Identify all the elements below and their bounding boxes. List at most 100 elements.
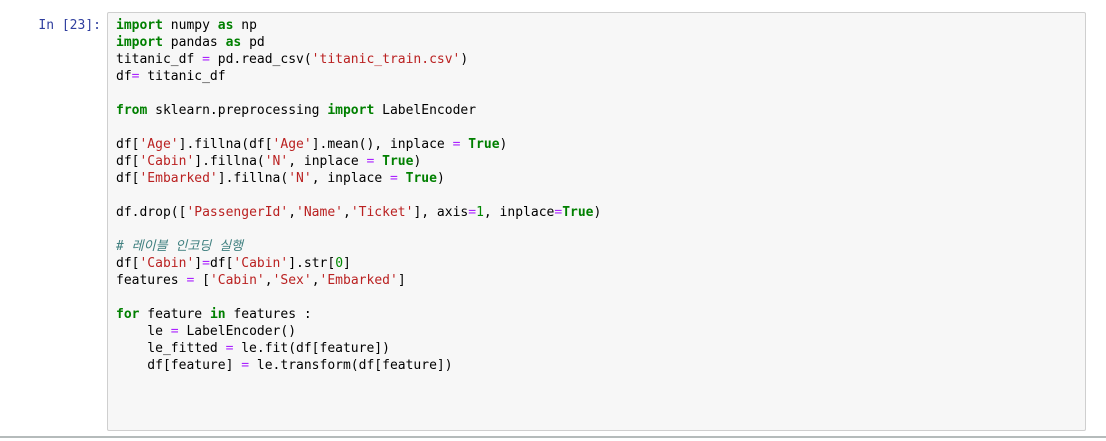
code-token: df xyxy=(116,69,132,84)
code-token: 'titanic_train.csv' xyxy=(311,52,461,67)
code-line: import numpy as np xyxy=(116,17,1081,34)
page-divider xyxy=(0,436,1106,438)
cell-prompt: In [23]: xyxy=(38,18,101,33)
code-token: ) xyxy=(413,154,422,169)
code-token: df[ xyxy=(209,256,234,271)
code-token: le xyxy=(116,324,171,339)
code-token: True xyxy=(562,205,594,220)
code-token: np xyxy=(233,18,257,33)
code-token: , inplace xyxy=(311,171,390,186)
code-token: ].fillna(df[ xyxy=(178,137,273,152)
code-token: = xyxy=(170,324,179,339)
code-token: True xyxy=(382,154,414,169)
code-token: as xyxy=(217,18,234,33)
code-token: 'PassengerId' xyxy=(186,205,289,220)
code-token: , xyxy=(264,273,273,288)
code-token: 1 xyxy=(476,205,484,220)
code-token: , inplace xyxy=(483,205,555,220)
code-line: for feature in features : xyxy=(116,306,1081,323)
code-line xyxy=(116,408,1081,425)
code-token: le.transform(df[feature]) xyxy=(249,358,453,373)
code-token: # 레이블 인코딩 실행 xyxy=(116,239,243,254)
code-token: ].fillna( xyxy=(194,154,265,169)
code-line xyxy=(116,187,1081,204)
code-line xyxy=(116,85,1081,102)
code-line xyxy=(116,374,1081,391)
code-token: 0 xyxy=(335,256,344,271)
code-token: 'Ticket' xyxy=(350,205,414,220)
code-token: 'Cabin' xyxy=(139,256,195,271)
code-token: 'N' xyxy=(264,154,289,169)
code-token: 'Cabin' xyxy=(233,256,289,271)
code-line: titanic_df = pd.read_csv('titanic_train.… xyxy=(116,51,1081,68)
code-token: = xyxy=(366,154,375,169)
code-token: le.fit(df[feature]) xyxy=(233,341,390,356)
code-line xyxy=(116,391,1081,408)
code-token: ) xyxy=(499,137,508,152)
code-token: import xyxy=(327,103,375,118)
code-token: = xyxy=(225,341,234,356)
code-token: [ xyxy=(194,273,210,288)
code-line: from sklearn.preprocessing import LabelE… xyxy=(116,102,1081,119)
code-line: df['Cabin']=df['Cabin'].str[0] xyxy=(116,255,1081,272)
code-token: df[feature] xyxy=(116,358,242,373)
code-token: ] xyxy=(194,256,203,271)
code-line: # 레이블 인코딩 실행 xyxy=(116,238,1081,255)
code-token: = xyxy=(554,205,563,220)
code-token: , xyxy=(311,273,320,288)
code-token: ) xyxy=(593,205,602,220)
code-line: df= titanic_df xyxy=(116,68,1081,85)
code-token: 'Embarked' xyxy=(319,273,398,288)
code-token: LabelEncoder xyxy=(374,103,477,118)
code-token: = xyxy=(468,205,477,220)
code-token: ) xyxy=(460,52,469,67)
code-token: 'Name' xyxy=(296,205,343,220)
code-token: feature xyxy=(139,307,210,322)
code-token: 'Age' xyxy=(139,137,179,152)
code-token: df[ xyxy=(116,256,140,271)
code-line: features = ['Cabin','Sex','Embarked'] xyxy=(116,272,1081,289)
code-token: pandas xyxy=(162,35,226,50)
code-token: = xyxy=(202,256,210,271)
code-token: pd.read_csv( xyxy=(209,52,312,67)
code-token: 'N' xyxy=(288,171,312,186)
code-token: pd xyxy=(241,35,265,50)
code-line: df.drop(['PassengerId','Name','Ticket'],… xyxy=(116,204,1081,221)
code-line: le_fitted = le.fit(df[feature]) xyxy=(116,340,1081,357)
code-token: ] xyxy=(397,273,406,288)
code-token: = xyxy=(186,273,195,288)
code-token xyxy=(374,154,382,169)
code-token: ], axis xyxy=(413,205,469,220)
code-line: df['Cabin'].fillna('N', inplace = True) xyxy=(116,153,1081,170)
code-token: = xyxy=(202,52,210,67)
code-token xyxy=(398,171,406,186)
code-token: = xyxy=(241,358,250,373)
code-token: df[ xyxy=(116,171,140,186)
code-line: le = LabelEncoder() xyxy=(116,323,1081,340)
code-line: import pandas as pd xyxy=(116,34,1081,51)
code-token: = xyxy=(131,69,140,84)
code-line xyxy=(116,289,1081,306)
code-token: titanic_df xyxy=(116,52,203,67)
code-token: , xyxy=(343,205,351,220)
code-token: ].fillna( xyxy=(217,171,289,186)
code-line xyxy=(116,221,1081,238)
code-token: import xyxy=(116,35,163,50)
code-token: features : xyxy=(225,307,312,322)
code-token: ] xyxy=(343,256,351,271)
code-token: from xyxy=(116,103,148,118)
code-token: as xyxy=(225,35,242,50)
code-token: le_fitted xyxy=(116,341,226,356)
code-token: 'Cabin' xyxy=(209,273,265,288)
code-token: True xyxy=(468,137,500,152)
code-token: = xyxy=(389,171,398,186)
code-token: LabelEncoder() xyxy=(178,324,297,339)
code-token: df.drop([ xyxy=(116,205,187,220)
code-token: sklearn.preprocessing xyxy=(147,103,328,118)
code-token: for xyxy=(116,307,140,322)
code-token: features xyxy=(116,273,187,288)
code-token: in xyxy=(209,307,226,322)
